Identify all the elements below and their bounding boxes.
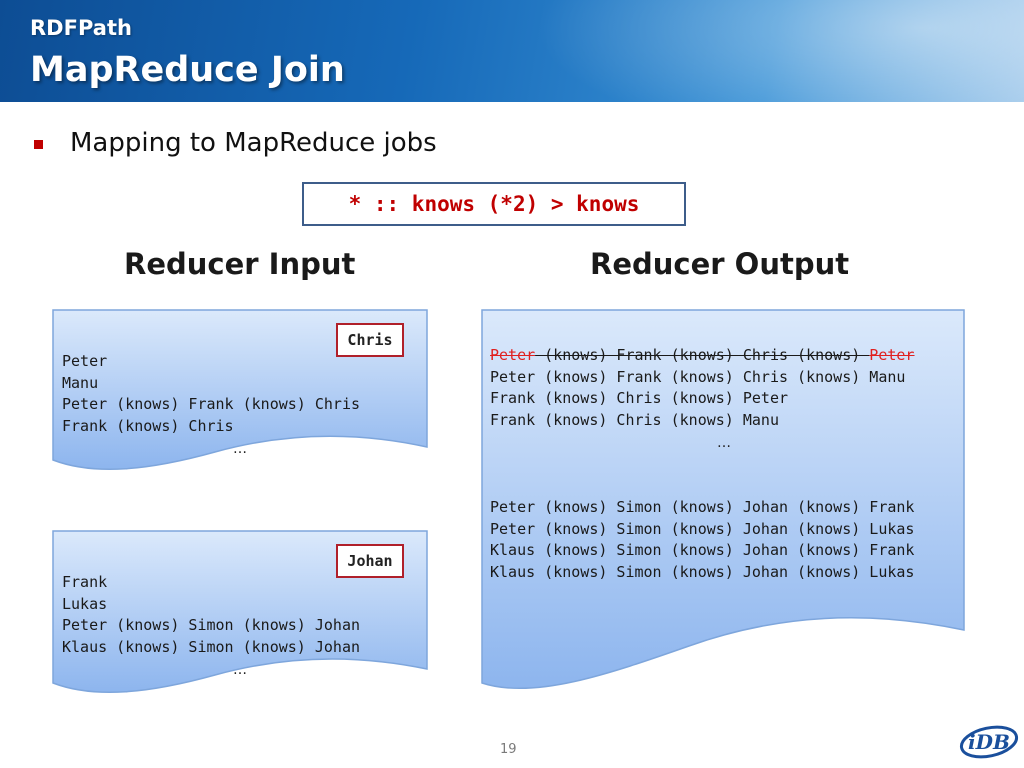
output-line: Peter (knows) Frank (knows) Chris (knows… [490, 367, 906, 386]
reducer-output-heading: Reducer Output [590, 247, 850, 281]
output-line: Peter (knows) Simon (knows) Johan (knows… [490, 519, 915, 538]
struck-end: Peter [869, 346, 915, 364]
output-line: Frank (knows) Chris (knows) Manu [490, 411, 779, 430]
input-line: Peter (knows) Simon (knows) Johan [62, 616, 361, 635]
ellipsis: … [233, 662, 247, 678]
output-line: Klaus (knows) Simon (knows) Johan (knows… [490, 541, 915, 560]
input-line: Lukas [62, 594, 108, 613]
card-background [52, 530, 428, 694]
logo-text: iDB [968, 730, 1010, 754]
slide-title: MapReduce Join [30, 50, 345, 90]
input-line: Klaus (knows) Simon (knows) Johan [62, 638, 361, 657]
reducer-input-card-johan: Johan Frank Lukas Peter (knows) Simon (k… [50, 529, 430, 709]
header-shine [504, 0, 1024, 102]
reducer-input-card-chris: Chris Peter Manu Peter (knows) Frank (kn… [50, 308, 430, 483]
card-background [481, 309, 965, 690]
output-line: Frank (knows) Chris (knows) Peter [490, 389, 789, 408]
query-box: * :: knows (*2) > knows [302, 182, 686, 226]
ellipsis: … [717, 435, 731, 451]
input-line: Peter [62, 352, 108, 370]
bullet-square-icon [34, 140, 43, 149]
slide-header: RDFPath MapReduce Join [0, 0, 1024, 102]
reducer-key-box: Chris [336, 323, 404, 357]
input-line: Frank (knows) Chris [62, 417, 234, 436]
idb-logo: iDB [958, 718, 1020, 768]
reducer-input-heading: Reducer Input [124, 247, 356, 281]
input-line: Frank [62, 573, 108, 591]
input-line: Manu [62, 373, 99, 392]
output-line: Peter (knows) Simon (knows) Johan (knows… [490, 498, 915, 516]
card-background [52, 309, 428, 471]
reducer-key-box: Johan [336, 544, 404, 578]
reducer-output-card: Peter (knows) Frank (knows) Chris (knows… [479, 308, 967, 708]
page-number: 19 [500, 742, 517, 757]
bullet-text: Mapping to MapReduce jobs [70, 128, 437, 158]
slide-subtitle: RDFPath [30, 16, 132, 40]
struck-start: Peter [490, 346, 536, 364]
output-line-struck: Peter (knows) Frank (knows) Chris (knows… [490, 345, 914, 367]
ellipsis: … [233, 441, 247, 457]
struck-middle: (knows) Frank (knows) Chris (knows) [535, 346, 870, 364]
output-line: Klaus (knows) Simon (knows) Johan (knows… [490, 563, 915, 582]
input-line: Peter (knows) Frank (knows) Chris [62, 395, 361, 414]
idb-logo-icon: iDB [959, 725, 1019, 759]
